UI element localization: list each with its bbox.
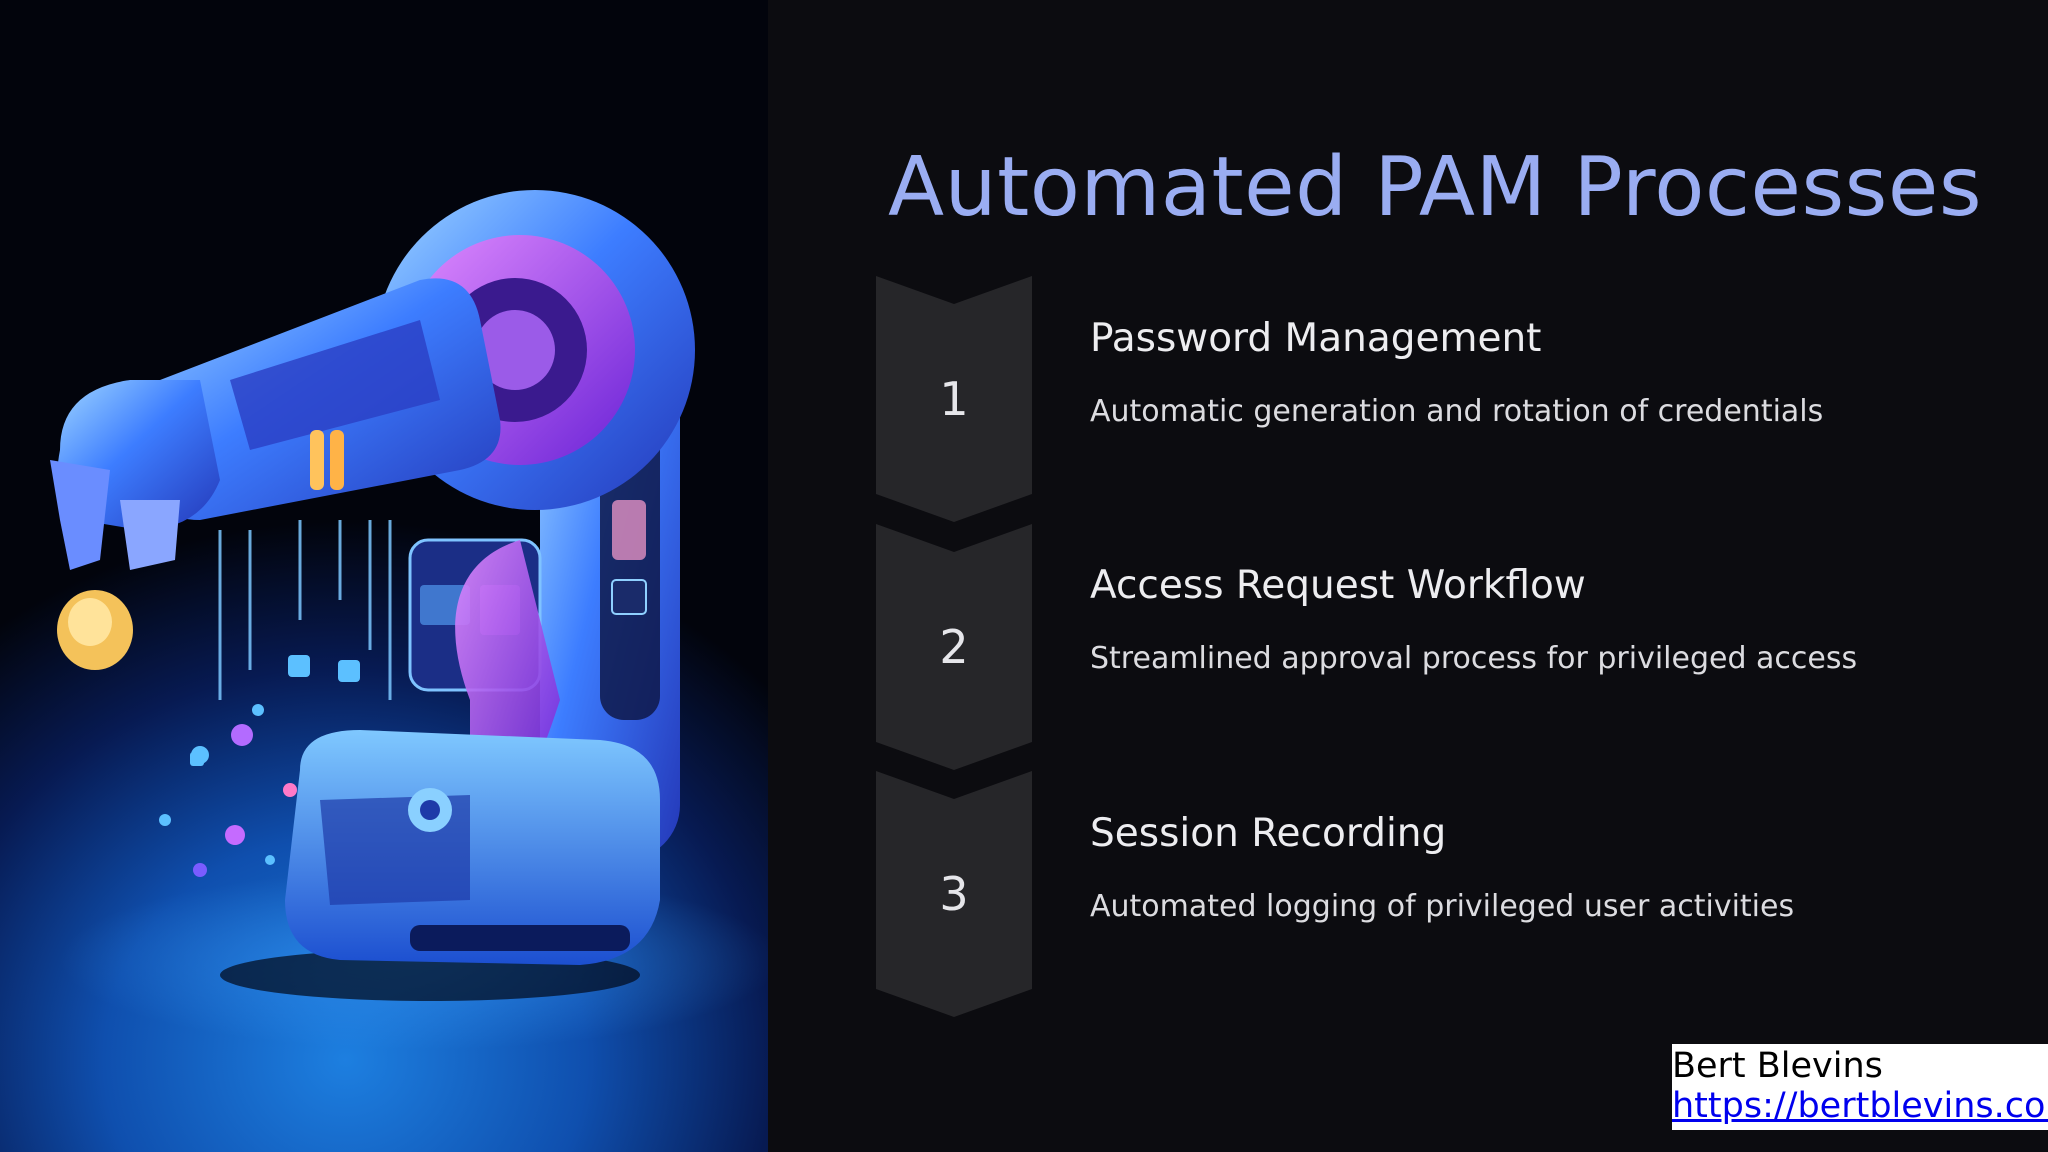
slide-title: Automated PAM Processes [888,140,1983,235]
step-badge-3: 3 [876,771,1032,1017]
step-number: 1 [939,372,969,426]
step-number: 2 [939,620,969,674]
step-description: Automatic generation and rotation of cre… [1090,394,1824,429]
author-credit: Bert Blevins https://bertblevins.com [1672,1044,2048,1130]
author-name: Bert Blevins [1672,1046,1883,1086]
author-website-link[interactable]: https://bertblevins.com [1672,1086,2048,1126]
step-badge-2: 2 [876,524,1032,770]
step-title-session-recording: Session Recording [1090,811,1447,856]
step-badge-1: 1 [876,276,1032,522]
robot-arm-illustration [50,190,768,1050]
step-title-access-request-workflow: Access Request Workflow [1090,563,1586,608]
step-description: Streamlined approval process for privile… [1090,641,1858,676]
step-number: 3 [939,867,969,921]
hero-image-robotic-arm [0,0,768,1152]
step-title-password-management: Password Management [1090,316,1542,361]
step-description: Automated logging of privileged user act… [1090,889,1795,924]
